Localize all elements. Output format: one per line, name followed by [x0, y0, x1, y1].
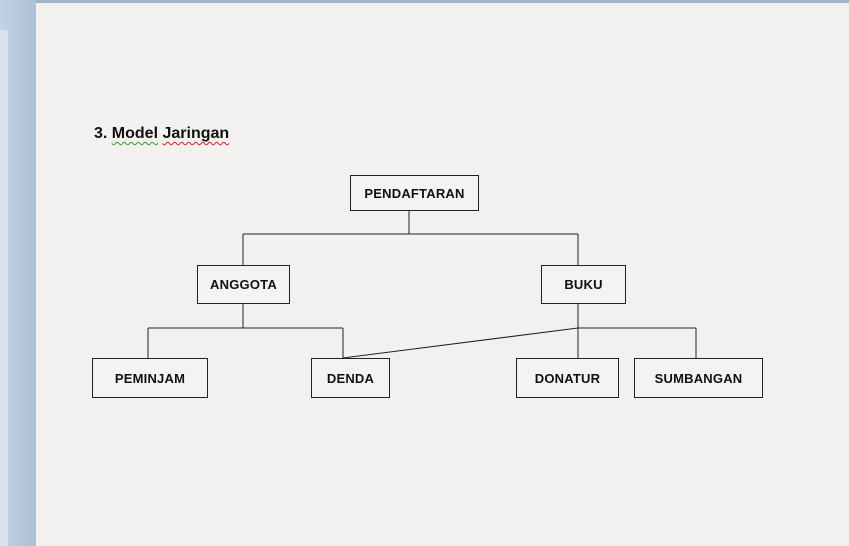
- node-anggota: ANGGOTA: [197, 265, 290, 304]
- document-page: [36, 3, 849, 546]
- heading-word-model: Model: [111, 125, 159, 142]
- node-pendaftaran: PENDAFTARAN: [350, 175, 479, 211]
- page-edge-shadow: [0, 30, 8, 546]
- node-peminjam: PEMINJAM: [92, 358, 208, 398]
- node-buku: BUKU: [541, 265, 626, 304]
- node-denda: DENDA: [311, 358, 390, 398]
- connector-buku-denda: [342, 327, 579, 359]
- section-heading: 3. Model Jaringan: [94, 125, 229, 143]
- node-donatur: DONATUR: [516, 358, 619, 398]
- heading-word-jaringan: Jaringan: [162, 125, 230, 142]
- node-sumbangan: SUMBANGAN: [634, 358, 763, 398]
- heading-number: 3.: [94, 125, 108, 142]
